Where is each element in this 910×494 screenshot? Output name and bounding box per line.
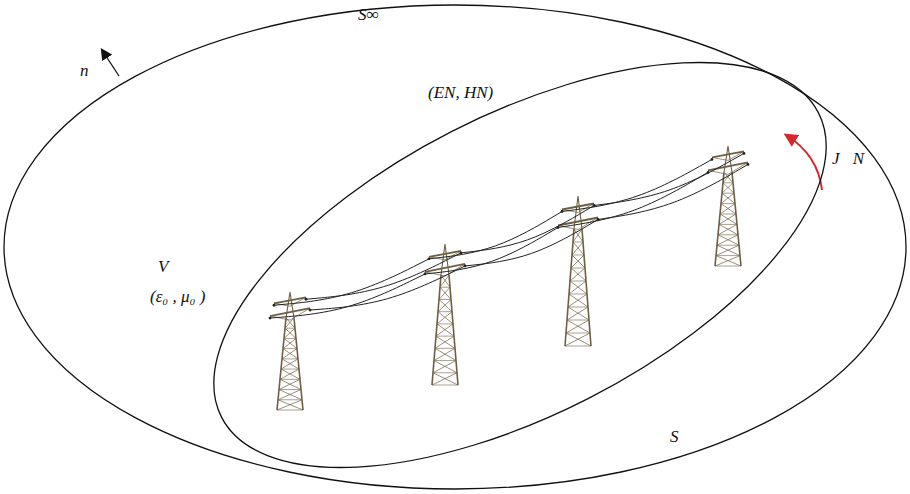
conductor-wire	[274, 259, 429, 305]
conductor-wire	[306, 253, 461, 299]
conductor-wire	[461, 206, 594, 253]
field-label: (EN, HN)	[428, 84, 493, 103]
inner-surface: S	[180, 60, 860, 480]
normal-vector-label: n⃗	[80, 62, 102, 81]
current-arrow	[786, 135, 822, 190]
lattice-tower	[424, 244, 467, 385]
lattice-tower	[707, 146, 750, 266]
surface-label: S∞	[358, 6, 379, 25]
conductor-wire	[562, 159, 712, 211]
lattice-tower	[269, 292, 312, 410]
transmission-towers	[269, 146, 750, 410]
conductor-wire	[429, 212, 562, 259]
conductor-wire	[465, 220, 598, 266]
medium-parameters: (ε₀ , μ₀ )	[150, 288, 205, 307]
conductor-wire	[598, 164, 748, 219]
normal-vector-arrow	[102, 50, 119, 76]
ellipse-outline	[180, 60, 860, 480]
volume-label: V	[158, 258, 168, 277]
conductor-wire	[558, 172, 708, 227]
conductor-wire	[270, 274, 425, 318]
current-label: J⃗N	[832, 150, 864, 169]
surface-label: S	[670, 428, 679, 447]
lattice-tower	[557, 196, 600, 346]
power-lines	[270, 153, 748, 318]
